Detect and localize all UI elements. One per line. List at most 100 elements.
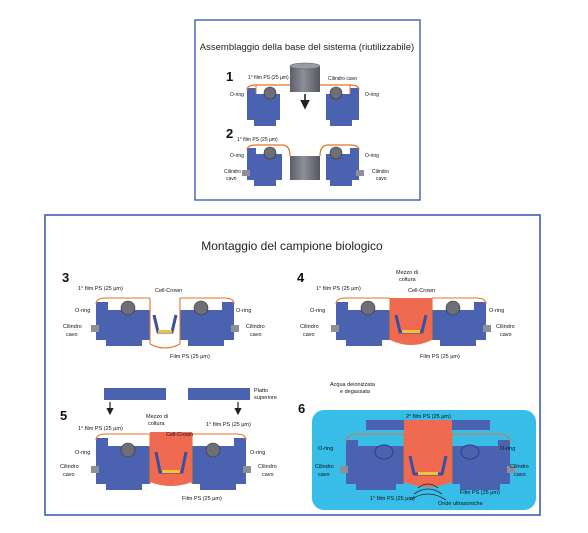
step-5-plate-label-2: superiore bbox=[254, 395, 277, 401]
step-4-cyl-left-label-2: cavo bbox=[303, 332, 315, 338]
step-5-cellcrown-label: Cell-Crown bbox=[166, 432, 193, 438]
step-5-left-block bbox=[96, 438, 150, 484]
step-3-film-bottom-label: Film PS (25 µm) bbox=[170, 354, 210, 360]
step-6-cyl-right-label-2: cavo bbox=[514, 472, 526, 478]
step-4-right-block bbox=[432, 302, 486, 340]
step-6-oring-right-label: O-ring bbox=[500, 446, 515, 452]
step-1: 1 1° film PS (25 µm) Cilindro cavo O-rin… bbox=[226, 62, 379, 126]
step-1-oring-left-label: O-ring bbox=[230, 92, 244, 98]
step-3: 3 1° film PS (25 µm) Cell-Crown O-ring O… bbox=[62, 270, 265, 360]
step-1-oring-right bbox=[329, 86, 343, 100]
step-5-oring-left-label: O-ring bbox=[75, 450, 90, 456]
step-6-film bbox=[345, 433, 511, 484]
step-4-left-block bbox=[336, 302, 390, 340]
step-5-film-bottom-label: Film PS (25 µm) bbox=[182, 496, 222, 502]
step-3-oring-right bbox=[193, 300, 209, 316]
step-2-cyl-left-label-2: cavo bbox=[226, 176, 237, 182]
step-2: 2 1° film PS (25 µm) O-ring O-ring Cilin… bbox=[224, 126, 389, 186]
step-2-oring-right-label: O-ring bbox=[365, 153, 379, 159]
step-3-oring-right-label: O-ring bbox=[236, 308, 251, 314]
step-6-number: 6 bbox=[298, 401, 305, 416]
step-6-waves bbox=[409, 483, 447, 501]
step-6-medium bbox=[404, 420, 452, 487]
step-3-left-block bbox=[96, 302, 150, 340]
step-5-right-block bbox=[192, 438, 246, 484]
step-1-oring-left bbox=[263, 86, 277, 100]
step-4-cyl-right-label-2: cavo bbox=[500, 332, 512, 338]
step-3-cyl-left-label-2: cavo bbox=[66, 332, 78, 338]
step-6-oring-left-label: O-ring bbox=[318, 446, 333, 452]
step-1-number: 1 bbox=[226, 69, 233, 84]
top-panel: Assemblaggio della base del sistema (riu… bbox=[194, 19, 421, 201]
step-3-cyl-right-label-2: cavo bbox=[250, 332, 262, 338]
step-3-right-block bbox=[180, 302, 234, 340]
step-4-film bbox=[335, 297, 487, 340]
step-2-cyl-left-label-1: Cilindro bbox=[224, 169, 241, 175]
step-6-film2-label: 2° film PS (25 µm) bbox=[406, 414, 451, 420]
step-1-film-label: 1° film PS (25 µm) bbox=[248, 75, 289, 81]
step-5-oring-left bbox=[120, 442, 136, 458]
step-5-cyl-right-label-1: Cilindro bbox=[258, 464, 277, 470]
step-5-cyl-left-label-1: Cilindro bbox=[60, 464, 79, 470]
step-2-cylinder bbox=[290, 156, 320, 180]
step-2-cyl-right-label-2: cavo bbox=[376, 176, 387, 182]
step-3-cyl-right-label-1: Cilindro bbox=[246, 324, 265, 330]
step-2-cyl-right-label-1: Cilindro bbox=[372, 169, 389, 175]
step-3-oring-left bbox=[120, 300, 136, 316]
step-5-oring-right-label: O-ring bbox=[250, 450, 265, 456]
step-4-number: 4 bbox=[297, 270, 305, 285]
step-6-cyl-right-label-1: Cilindro bbox=[510, 464, 529, 470]
step-5-medium-label-2: coltura bbox=[148, 421, 165, 427]
step-2-oring-left bbox=[263, 146, 277, 160]
step-6-cyl-left-label-1: Cilindro bbox=[315, 464, 334, 470]
step-4-cyl-right-label-1: Cilindro bbox=[496, 324, 515, 330]
step-5: 5 Piatto superiore Mezzo di coltura 1° f… bbox=[60, 388, 277, 502]
step-1-cylinder-label: Cilindro cavo bbox=[328, 76, 357, 82]
step-3-film bbox=[95, 297, 235, 349]
step-4-oring-right bbox=[445, 300, 461, 316]
step-4-film-bottom-label: Film PS (25 µm) bbox=[420, 354, 460, 360]
step-6-cyl-left-label-2: cavo bbox=[318, 472, 330, 478]
step-5-cyl-right-label-2: cavo bbox=[262, 472, 274, 478]
step-5-film bbox=[95, 433, 247, 484]
step-4: 4 Mezzo di coltura 1° film PS (25 µm) Ce… bbox=[297, 270, 515, 360]
step-4-oring-left-label: O-ring bbox=[310, 308, 325, 314]
step-3-film1-label: 1° film PS (25 µm) bbox=[78, 286, 123, 292]
step-6-oring-right bbox=[460, 444, 480, 460]
step-4-medium-label-1: Mezzo di bbox=[396, 270, 418, 276]
step-4-oring-right-label: O-ring bbox=[489, 308, 504, 314]
step-5-plate-label-1: Piatto bbox=[254, 388, 268, 394]
step-2-oring-right bbox=[329, 146, 343, 160]
step-6-top-plate-left bbox=[366, 420, 404, 430]
step-6: 6 Acqua deionizzata e degassata 2° film … bbox=[298, 382, 536, 510]
step-4-medium-label-2: coltura bbox=[399, 277, 416, 283]
step-5-plate-right bbox=[188, 388, 250, 400]
step-6-film1-label: 1° film PS (25 µm) bbox=[370, 496, 415, 502]
bottom-panel: Montaggio del campione biologico 3 1° fi… bbox=[44, 214, 541, 516]
step-6-film-ps-label: Film PS (25 µm) bbox=[460, 490, 500, 496]
step-5-plate-left bbox=[104, 388, 166, 400]
step-5-film1-right-label: 1° film PS (25 µm) bbox=[206, 422, 251, 428]
top-panel-title: Assemblaggio della base del sistema (riu… bbox=[200, 42, 414, 53]
step-3-number: 3 bbox=[62, 270, 69, 285]
step-5-oring-right bbox=[205, 442, 221, 458]
step-5-film1-left-label: 1° film PS (25 µm) bbox=[78, 426, 123, 432]
step-5-number: 5 bbox=[60, 408, 67, 423]
bottom-panel-title: Montaggio del campione biologico bbox=[201, 239, 383, 253]
step-6-waves-label: Onde ultrasoniche bbox=[438, 501, 483, 507]
step-4-oring-left bbox=[360, 300, 376, 316]
step-1-cylinder bbox=[290, 66, 320, 92]
step-6-oring-left bbox=[374, 444, 394, 460]
step-2-oring-left-label: O-ring bbox=[230, 153, 244, 159]
step-2-number: 2 bbox=[226, 126, 233, 141]
step-2-film bbox=[246, 144, 360, 157]
step-2-film-label: 1° film PS (25 µm) bbox=[237, 137, 278, 143]
step-6-water-label-2: e degassata bbox=[340, 389, 371, 395]
step-1-oring-right-label: O-ring bbox=[365, 92, 379, 98]
step-6-top-plate-right bbox=[452, 420, 490, 430]
step-6-left-block bbox=[346, 440, 404, 484]
step-4-film1-label: 1° film PS (25 µm) bbox=[316, 286, 361, 292]
step-3-cyl-left-label-1: Cilindro bbox=[63, 324, 82, 330]
step-4-cyl-left-label-1: Cilindro bbox=[300, 324, 319, 330]
